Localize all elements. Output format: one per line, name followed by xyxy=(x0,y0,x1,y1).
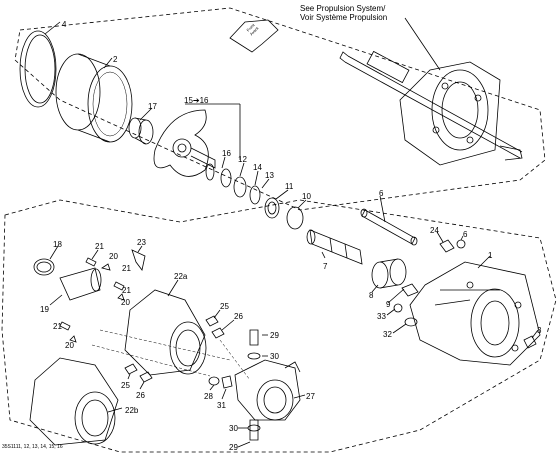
callout-c13: 13 xyxy=(265,171,274,180)
drive-shaft-assembly xyxy=(339,17,523,166)
bolts-21-20 xyxy=(59,249,125,343)
parts-28-31 xyxy=(208,375,233,400)
callout-c20c: 20 xyxy=(65,341,74,350)
nozzle-22b xyxy=(29,357,123,446)
callout-c29b: 29 xyxy=(229,443,238,452)
callout-c10: 10 xyxy=(302,192,311,201)
callout-c30b: 30 xyxy=(229,424,238,433)
callout-c8: 8 xyxy=(369,291,374,300)
callout-c21d: 21 xyxy=(53,322,62,331)
bolt-3 xyxy=(523,329,539,349)
reverse-gate-27 xyxy=(234,359,306,421)
callout-c15-16: 15➔16 xyxy=(184,96,209,105)
bolts-24-6 xyxy=(436,231,466,253)
callout-c6: 6 xyxy=(379,189,384,198)
callout-c20b: 20 xyxy=(121,298,130,307)
bolts-25-26-low xyxy=(124,363,153,390)
callout-c11: 11 xyxy=(285,182,294,191)
callout-c19: 19 xyxy=(40,305,49,314)
lower-group-outline xyxy=(1,199,557,453)
callout-c3: 3 xyxy=(537,326,542,335)
callout-c6b: 6 xyxy=(463,230,468,239)
cone-19 xyxy=(49,267,102,306)
callout-c17: 17 xyxy=(148,102,157,111)
small-fasteners-9-33-32 xyxy=(386,283,419,334)
impeller-cone-17 xyxy=(128,107,154,145)
callout-c26: 26 xyxy=(234,312,243,321)
ring-18 xyxy=(33,245,59,276)
callout-c20: 20 xyxy=(109,252,118,261)
callout-c1: 1 xyxy=(488,251,493,260)
nozzle-22a xyxy=(124,279,207,376)
callout-c21: 21 xyxy=(95,242,104,251)
callout-c31: 31 xyxy=(217,401,226,410)
callout-c21c: 21 xyxy=(122,286,131,295)
front-arrow-shape xyxy=(229,19,279,53)
callout-c22b: 22b xyxy=(125,406,139,415)
bolts-29-30 xyxy=(237,329,268,448)
callout-c22a: 22a xyxy=(174,272,188,281)
drawing-code: 35S1111, 12, 13, 14, 15, 16 xyxy=(2,444,63,450)
callout-c29: 29 xyxy=(270,331,279,340)
bolts-25-26-mid xyxy=(205,309,235,339)
reference-line-1: See Propulsion System/ xyxy=(300,4,386,13)
callout-c9: 9 xyxy=(386,300,391,309)
callout-c27: 27 xyxy=(306,392,315,401)
callout-c33: 33 xyxy=(377,312,386,321)
bushing-8 xyxy=(371,258,407,293)
callout-c12: 12 xyxy=(238,155,247,164)
callout-c14: 14 xyxy=(253,163,262,172)
callout-c23: 23 xyxy=(137,238,146,247)
callout-c30: 30 xyxy=(270,352,279,361)
upper-group-outline xyxy=(14,7,546,211)
shaft-7 xyxy=(306,229,363,265)
callout-c25b: 25 xyxy=(121,381,130,390)
callout-c18: 18 xyxy=(53,240,62,249)
propulsion-system-reference: See Propulsion System/ Voir Système Prop… xyxy=(300,4,387,22)
reference-line-2: Voir Système Propulsion xyxy=(300,13,388,22)
sleeve-2 xyxy=(55,53,133,143)
assembly-guide-lines xyxy=(91,329,251,381)
callout-c16: 16 xyxy=(222,149,231,158)
impeller-15-16 xyxy=(153,103,241,177)
callout-c24: 24 xyxy=(430,226,439,235)
callout-c25: 25 xyxy=(220,302,229,311)
callout-c2: 2 xyxy=(113,55,118,64)
thrust-washers xyxy=(205,156,307,230)
callout-c28: 28 xyxy=(204,392,213,401)
callout-c32: 32 xyxy=(383,330,392,339)
callout-c26b: 26 xyxy=(136,391,145,400)
housing-1 xyxy=(409,255,541,366)
wear-ring-4 xyxy=(19,21,61,108)
rod-6 xyxy=(360,195,418,246)
clip-23 xyxy=(131,245,146,271)
callout-c21b: 21 xyxy=(122,264,131,273)
callout-c7: 7 xyxy=(323,262,328,271)
callout-c4: 4 xyxy=(62,20,67,29)
